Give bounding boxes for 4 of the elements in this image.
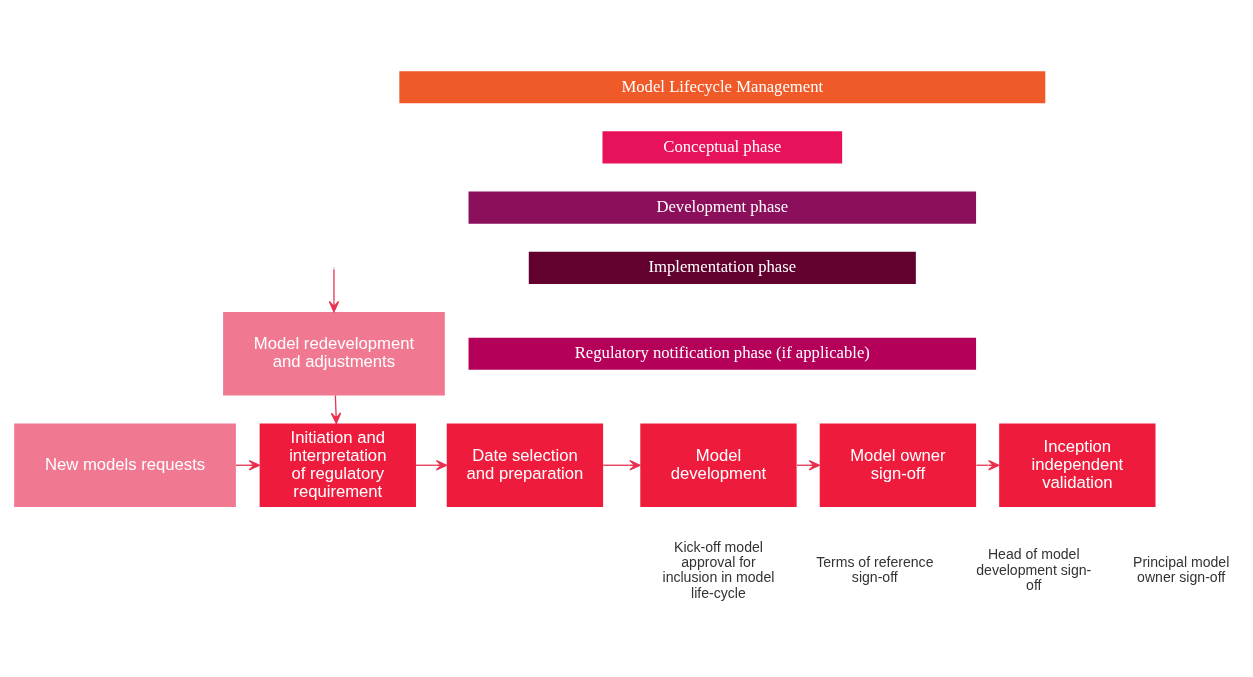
label: Principal model owner sign-off — [1133, 553, 1230, 585]
label: Terms of reference sign-off — [816, 553, 934, 585]
label: Kick-off model approval for inclusion in model life-cycle — [662, 538, 775, 601]
label: Head of model development sign-off — [976, 545, 1092, 593]
